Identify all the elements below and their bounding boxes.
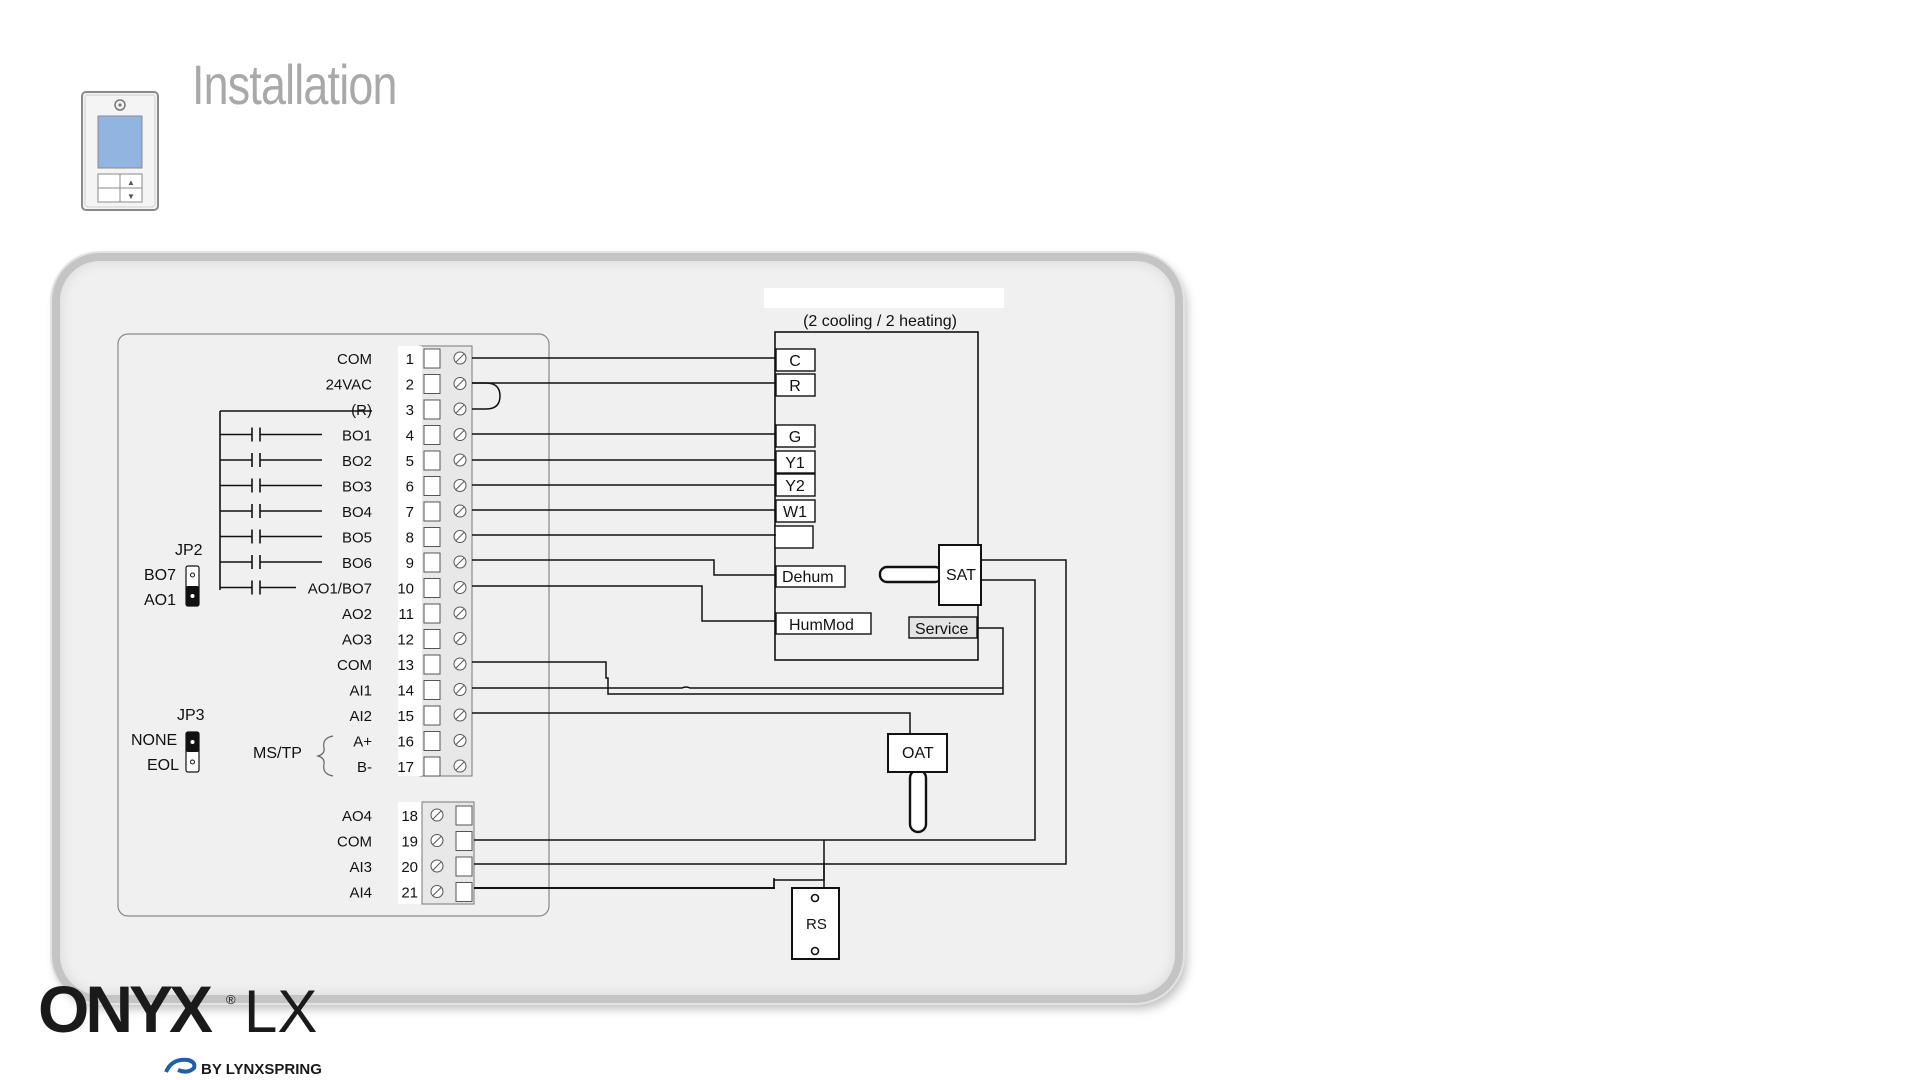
- jp2-title: JP2: [175, 542, 203, 559]
- terminal-number: 5: [406, 453, 414, 470]
- onyxx-lx-logo: ONYX ® LX BY LYNXSPRING: [38, 970, 338, 1080]
- relay-contact-icon: [220, 530, 322, 544]
- unit-terminal: Y1: [776, 451, 815, 473]
- terminal-number: 11: [398, 606, 414, 623]
- terminal-number: 2: [406, 377, 414, 394]
- logo-byline: BY LYNXSPRING: [201, 1061, 322, 1078]
- terminal-label: COM: [337, 657, 372, 674]
- terminal-number: 7: [406, 504, 414, 521]
- terminal-label: AO4: [342, 808, 372, 825]
- svg-text:®: ®: [226, 992, 236, 1007]
- label-strip: [764, 288, 1004, 308]
- terminal-label: BO5: [342, 530, 372, 547]
- hummod-label: HumMod: [789, 617, 854, 634]
- unit-terminal: G: [776, 425, 815, 447]
- controller-outline: [118, 334, 549, 916]
- terminal-number: 16: [397, 734, 414, 751]
- jp2-jumper: [186, 566, 199, 606]
- relay-contact-icon: [220, 428, 322, 442]
- unit-terminal: Y2: [776, 474, 815, 496]
- svg-text:Y2: Y2: [785, 478, 805, 495]
- terminal-label: AI4: [349, 885, 372, 902]
- unit-terminal: R: [776, 374, 815, 396]
- svg-text:Y1: Y1: [785, 455, 805, 472]
- terminal-label: BO6: [342, 555, 372, 572]
- terminal-label: BO4: [342, 504, 372, 521]
- terminal-number: 18: [401, 808, 418, 825]
- svg-text:G: G: [789, 429, 801, 446]
- logo-text: ONYX: [38, 972, 213, 1046]
- mode-label: (2 cooling / 2 heating): [803, 313, 957, 330]
- terminal-number: 17: [397, 759, 414, 776]
- terminal-number: 12: [397, 632, 414, 649]
- terminal-label: AO2: [342, 606, 372, 623]
- relay-contact-icon: [220, 581, 296, 595]
- svg-text:C: C: [789, 353, 801, 370]
- terminal-label: AI1: [349, 683, 372, 700]
- jp3-title: JP3: [177, 707, 205, 724]
- terminal-number: 1: [406, 351, 414, 368]
- terminal-number: 6: [406, 479, 414, 496]
- terminal-label: 24VAC: [326, 377, 373, 394]
- terminal-label: COM: [337, 834, 372, 851]
- terminal-number: 19: [401, 834, 418, 851]
- terminal-label: COM: [337, 351, 372, 368]
- terminal-label: AI2: [349, 708, 372, 725]
- terminal-number: 4: [406, 428, 414, 445]
- service-label: Service: [915, 621, 968, 638]
- terminal-number: 8: [406, 530, 414, 547]
- terminal-label: BO3: [342, 479, 372, 496]
- terminal-number: 20: [401, 859, 418, 876]
- jp3-jumper: [186, 732, 199, 772]
- terminal-number: 15: [397, 708, 414, 725]
- terminal-label: AO3: [342, 632, 372, 649]
- mstp-label: MS/TP: [253, 745, 302, 762]
- svg-text:R: R: [789, 378, 801, 395]
- terminal-label: B-: [357, 759, 372, 776]
- terminal-label: A+: [353, 734, 372, 751]
- rs-label: RS: [806, 916, 827, 933]
- jp2-option-ao1: AO1: [144, 592, 176, 609]
- jp2-option-bo7: BO7: [144, 567, 176, 584]
- terminal-label: BO2: [342, 453, 372, 470]
- terminal-label: AO1/BO7: [308, 581, 372, 598]
- relay-contact-icon: [220, 453, 322, 467]
- svg-text:W1: W1: [783, 504, 807, 521]
- dehum-label: Dehum: [782, 569, 834, 586]
- lynxspring-swoosh-icon: [166, 1060, 194, 1072]
- terminal-number: 10: [397, 581, 414, 598]
- terminal-label: AI3: [349, 859, 372, 876]
- unit-terminal: W1: [776, 500, 815, 522]
- relay-contact-icon: [220, 504, 322, 518]
- terminal-number: 9: [406, 555, 414, 572]
- relay-contact-icon: [220, 479, 322, 493]
- sat-label: SAT: [946, 567, 976, 584]
- terminal-number: 13: [397, 657, 414, 674]
- logo-text-2: LX: [244, 978, 317, 1045]
- relay-contact-icon: [220, 555, 322, 569]
- terminal-number: 14: [397, 683, 414, 700]
- terminal-number: 21: [401, 885, 418, 902]
- terminal-number: 3: [406, 402, 414, 419]
- jp3-option-eol: EOL: [147, 757, 179, 774]
- terminal-label: BO1: [342, 428, 372, 445]
- unit-terminal: C: [776, 349, 815, 371]
- jp3-option-none: NONE: [131, 732, 177, 749]
- oat-label: OAT: [902, 745, 934, 762]
